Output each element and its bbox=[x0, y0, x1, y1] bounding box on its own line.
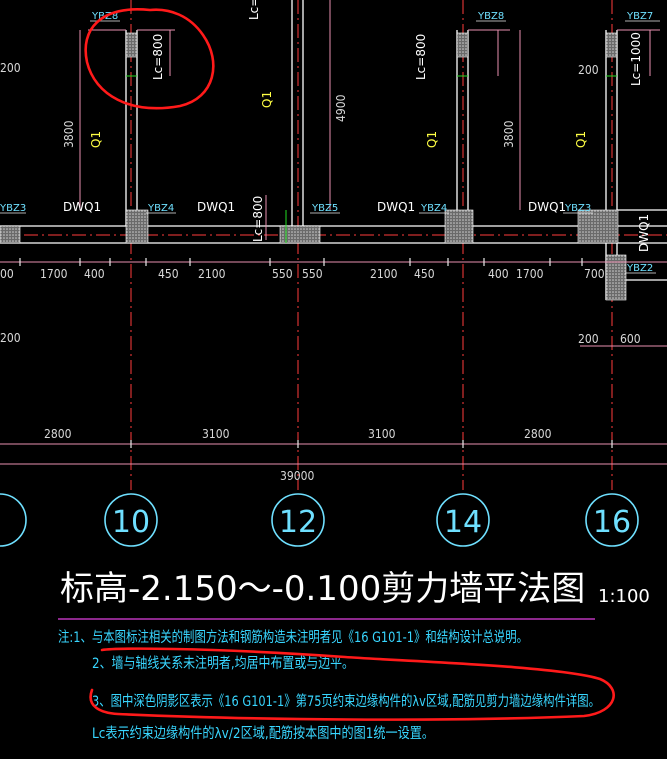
dwq-label: DWQ1 bbox=[197, 200, 235, 214]
dim-text: 2100 bbox=[198, 267, 226, 281]
column-tag: YBZ4 bbox=[420, 203, 447, 214]
bay-dim-text: 2800 bbox=[44, 427, 72, 441]
lc-label: Lc=800 bbox=[251, 196, 265, 242]
axis-lines bbox=[0, 0, 667, 490]
wall-mark: Q1 bbox=[425, 131, 439, 148]
total-dimension: 39000 bbox=[280, 469, 314, 483]
dwq-label: DWQ1 bbox=[377, 200, 415, 214]
dim-text: 450 bbox=[158, 267, 179, 281]
drawing-scale: 1:100 bbox=[598, 586, 650, 607]
dwq-labels: DWQ1 DWQ1 DWQ1 DWQ1 bbox=[63, 200, 566, 214]
dim-text: 1700 bbox=[40, 267, 68, 281]
dim-text: 700 bbox=[584, 267, 605, 281]
lc-label: Lc=1000 bbox=[629, 32, 643, 86]
dim-text: 550 bbox=[272, 267, 293, 281]
bay-dim-text: 3100 bbox=[202, 427, 230, 441]
left-edge-dim: 200 bbox=[0, 61, 21, 75]
top-right-dim-text: 200 bbox=[578, 63, 599, 77]
wall-mark: Q1 bbox=[260, 91, 274, 108]
upper-dimension-row: 00 1700 400 450 2100 550 550 2100 450 40… bbox=[0, 267, 605, 281]
wall-outlines bbox=[0, 0, 667, 300]
bay-dim-text: 3100 bbox=[368, 427, 396, 441]
dimension-ticks bbox=[19, 258, 613, 448]
note-line: Lc表示约束边缘构件的λv/2区域,配筋按本图中的图1统一设置。 bbox=[92, 725, 434, 742]
column-tag: YBZ3 bbox=[0, 203, 26, 214]
column-tag: YBZ3 bbox=[564, 203, 591, 214]
column-tag: YBZ8 bbox=[477, 11, 504, 22]
dim-text: 400 bbox=[84, 267, 105, 281]
axis-number: 16 bbox=[593, 505, 631, 540]
column-tag: YBZ5 bbox=[311, 203, 338, 214]
dwq-label: DWQ1 bbox=[63, 200, 101, 214]
axis-number: 12 bbox=[279, 505, 317, 540]
axis-number: 10 bbox=[112, 505, 150, 540]
hatched-boundary-elements bbox=[0, 32, 627, 301]
wall-height: 3800 bbox=[502, 120, 516, 148]
lc-label-top: Lc= bbox=[247, 0, 261, 20]
wall-height: 4900 bbox=[334, 94, 348, 122]
lc-markers bbox=[126, 75, 617, 243]
notes: 注:1、与本图标注相关的制图方法和钢筋构造未注明者见《16 G101-1》和结构… bbox=[58, 629, 600, 742]
right-dim-text: 200 bbox=[578, 332, 599, 346]
axis-bubbles bbox=[0, 493, 639, 547]
tag-underlines bbox=[0, 20, 660, 274]
drawing-title: 标高-2.150～-0.100剪力墙平法图 bbox=[60, 569, 585, 609]
wall-mark: Q1 bbox=[89, 131, 103, 148]
lc-label: Lc=800 bbox=[414, 34, 428, 80]
note-line: 注:1、与本图标注相关的制图方法和钢筋构造未注明者见《16 G101-1》和结构… bbox=[58, 629, 528, 646]
axis-labels: 10 12 14 16 bbox=[112, 505, 631, 540]
dim-text: 1700 bbox=[516, 267, 544, 281]
right-wall-mark: DWQ1 bbox=[637, 214, 651, 252]
dim-text: 400 bbox=[488, 267, 509, 281]
bay-dimension-row: 2800 3100 3100 2800 bbox=[44, 427, 552, 441]
axis-number: 14 bbox=[444, 505, 482, 540]
bay-dim-text: 2800 bbox=[524, 427, 552, 441]
right-dim-text: 600 bbox=[620, 332, 641, 346]
column-tag: YBZ4 bbox=[147, 203, 174, 214]
note-line: 2、墙与轴线关系未注明者,均居中布置或与边平。 bbox=[92, 655, 354, 672]
wall-height: 3800 bbox=[62, 120, 76, 148]
dim-text: 00 bbox=[0, 267, 14, 281]
red-annotation-marks bbox=[84, 8, 615, 721]
lc-label: Lc=800 bbox=[151, 34, 165, 80]
note-line: 3、图中深色阴影区表示《16 G101-1》第75页约束边缘构件的λv区域,配筋… bbox=[92, 692, 600, 710]
left-edge-dim: 200 bbox=[0, 331, 21, 345]
column-tag: YBZ2 bbox=[626, 263, 653, 274]
dim-text: 550 bbox=[302, 267, 323, 281]
column-tag: YBZ7 bbox=[626, 11, 653, 22]
dim-text: 2100 bbox=[370, 267, 398, 281]
wall-mark: Q1 bbox=[574, 131, 588, 148]
dim-text: 450 bbox=[414, 267, 435, 281]
dwq-label: DWQ1 bbox=[528, 200, 566, 214]
dimension-lines bbox=[0, 0, 667, 465]
